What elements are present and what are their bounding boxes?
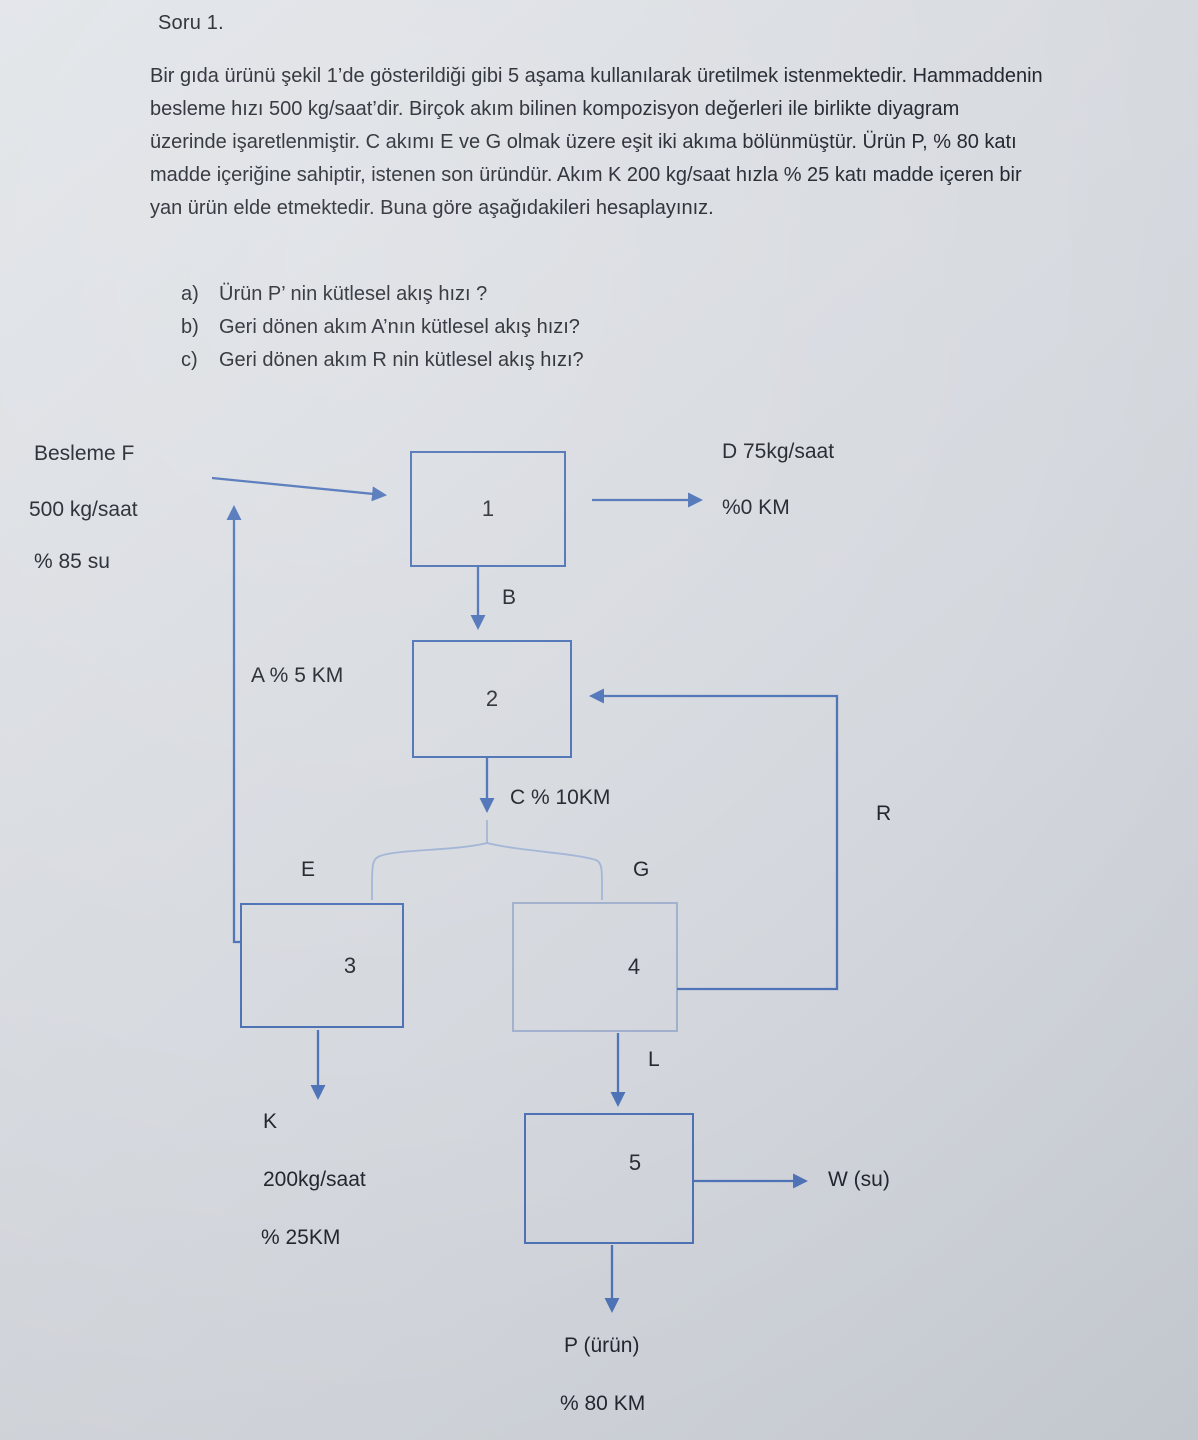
stream-label-k-comp: % 25KM [261,1226,341,1249]
question-text: Ürün P’ nin kütlesel akış hızı ? [219,283,488,305]
paragraph-line: üzerinde işaretlenmiştir. C akımı E ve G… [150,131,1017,153]
feed-rate-label: 500 kg/saat [29,498,138,521]
feed-name-label: Besleme F [34,442,135,465]
problem-statement: Bir gıda ürünü şekil 1’de gösterildiği g… [150,60,1043,225]
question-letter: b) [181,316,199,338]
process-node-3: 3 [240,903,404,1028]
node-number: 3 [343,952,357,978]
question-item-c: c) Geri dönen akım R nin kütlesel akış h… [181,344,584,377]
stream-label-k-rate: 200kg/saat [263,1168,366,1191]
question-list: a) Ürün P’ nin kütlesel akış hızı ? b) G… [181,278,584,377]
stream-label-p: P (ürün) [564,1334,640,1357]
stream-label-d-rate: D 75kg/saat [722,440,835,463]
stream-label-a: A % 5 KM [251,664,344,687]
paragraph-line: Bir gıda ürünü şekil 1’de gösterildiği g… [150,65,1043,87]
stream-label-p-comp: % 80 KM [560,1392,646,1415]
stream-label-e: E [301,858,316,881]
stream-label-w: W (su) [828,1168,890,1191]
stream-label-r: R [876,802,892,825]
node-number: 4 [627,954,641,979]
question-letter: a) [181,283,199,305]
question-text: Geri dönen akım A’nın kütlesel akış hızı… [219,316,580,338]
stream-label-d-comp: %0 KM [722,496,790,519]
stream-label-k: K [263,1110,278,1133]
question-item-a: a) Ürün P’ nin kütlesel akış hızı ? [181,278,584,311]
node-number: 1 [481,496,495,521]
question-text: Geri dönen akım R nin kütlesel akış hızı… [219,349,584,371]
page-title: Soru 1. [158,12,224,34]
paragraph-line: madde içeriğine sahiptir, istenen son ür… [150,164,1022,186]
question-letter: c) [181,349,198,371]
process-node-1: 1 [410,451,566,567]
stream-label-g: G [633,858,650,881]
node-number: 5 [628,1149,642,1175]
stream-label-b: B [502,586,517,609]
stream-label-l: L [648,1048,660,1071]
question-item-b: b) Geri dönen akım A’nın kütlesel akış h… [181,311,584,344]
node-number: 2 [485,686,499,711]
stream-label-c: C % 10KM [510,786,611,809]
process-node-2: 2 [412,640,572,758]
paragraph-line: besleme hızı 500 kg/saat’dir. Birçok akı… [150,98,960,120]
paragraph-line: yan ürün elde etmektedir. Buna göre aşağ… [150,197,714,219]
feed-composition-label: % 85 su [34,550,110,573]
process-node-5: 5 [524,1113,694,1244]
process-node-4: 4 [512,902,678,1032]
